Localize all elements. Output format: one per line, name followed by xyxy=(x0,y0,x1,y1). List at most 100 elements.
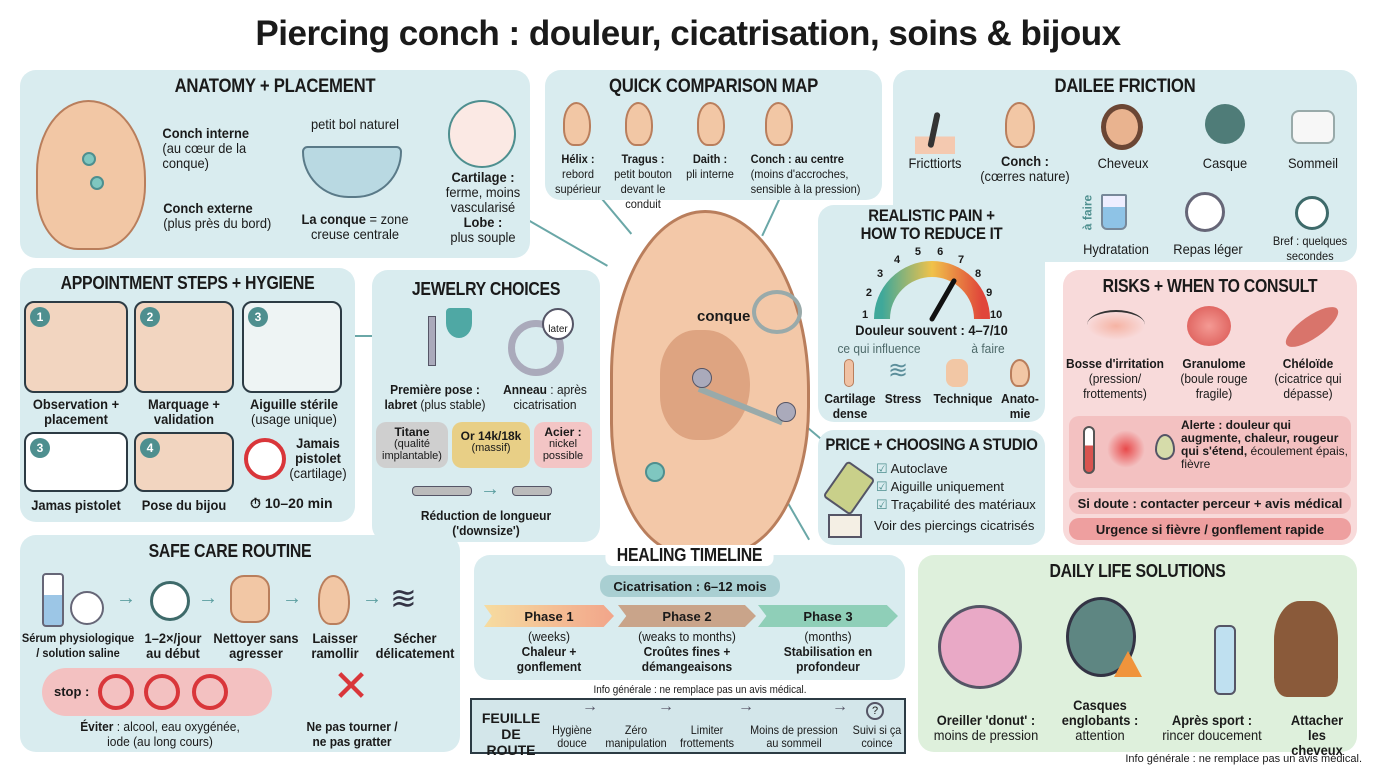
urgent-banner: Urgence si fièvre / gonflement rapide xyxy=(1069,518,1351,540)
care-panel: SAFE CARE ROUTINE → → → → ≋ Sérum physio… xyxy=(20,535,460,752)
factor-stress: Stress xyxy=(884,391,922,406)
step-marking-image: 2 xyxy=(134,301,234,393)
air-dry-icon: ≋ xyxy=(390,580,417,616)
cartilage-icon xyxy=(844,359,854,387)
check-label: Autoclave xyxy=(890,461,948,476)
healing-title: HEALING TIMELINE xyxy=(605,545,774,566)
step-number: 1 xyxy=(30,307,50,327)
gauge-tick-label: 5 xyxy=(914,245,921,258)
cartilage-desc: ferme, moins vascularisé xyxy=(445,184,521,215)
gauge-tick-label: 1 xyxy=(862,309,869,321)
jewelry-panel: JEWELRY CHOICES later Première pose : la… xyxy=(372,270,600,542)
roadmap-step: Hygiène douce xyxy=(552,723,592,750)
labret-label: Première pose : labret xyxy=(384,382,480,412)
bump-desc: (pression/ frottements) xyxy=(1083,371,1147,401)
granuloma-label: Granulome xyxy=(1182,356,1246,371)
hair-label: Cheveux xyxy=(1097,155,1149,171)
gauge-needle xyxy=(929,278,957,322)
hair-face-icon xyxy=(1101,104,1143,150)
later-label: later xyxy=(548,324,568,335)
inner-conch-label: Conch interne xyxy=(162,125,249,141)
donut-pillow-icon xyxy=(938,605,1022,689)
doubt-banner: Si doute : contacter perceur + avis médi… xyxy=(1069,492,1351,514)
ear-illustration xyxy=(36,100,146,250)
stopwatch-icon xyxy=(1295,196,1329,230)
pain-gauge xyxy=(874,261,990,322)
photos-label: Voir des piercings cicatrisés xyxy=(874,518,1035,533)
barbell-ball-icon xyxy=(692,368,712,388)
arrow-icon: → xyxy=(832,698,848,715)
step-jewel-image: 4 xyxy=(134,432,234,492)
water-glass-icon xyxy=(1101,194,1127,230)
price-panel: PRICE + CHOOSING A STUDIO ☑ Autoclave ☑ … xyxy=(818,430,1045,545)
care-step-frequency: 1–2×/jour au début xyxy=(144,630,202,661)
daith-label: Daith : xyxy=(692,152,728,166)
short-bar-icon xyxy=(512,486,552,496)
gauge-tick-label: 7 xyxy=(958,253,965,266)
roadmap-step: Moins de pression au sommeil xyxy=(750,723,838,750)
anatomy-title: ANATOMY + PLACEMENT xyxy=(174,76,376,97)
comparison-panel: QUICK COMPARISON MAP Hélix :rebord supér… xyxy=(545,70,882,211)
downsize-label: Réduction de longueur ('downsize') xyxy=(420,508,552,538)
labret-desc: (plus stable) xyxy=(420,397,486,412)
no-touch-icon: ✕ xyxy=(332,662,370,711)
care-step-dry: Sécher délicatement xyxy=(375,630,455,661)
roadmap-step: Zéro manipulation xyxy=(605,723,667,750)
price-title: PRICE + CHOOSING A STUDIO xyxy=(825,435,1038,454)
material-desc: (qualité implantable) xyxy=(382,438,442,462)
duration: ⏱ 10–20 min xyxy=(250,495,333,512)
clock-later-icon: later xyxy=(542,308,574,340)
healing-panel: HEALING TIMELINE Cicatrisation : 6–12 mo… xyxy=(474,545,905,680)
phase-time: (months) xyxy=(804,629,852,644)
daily-item-desc: rincer doucement xyxy=(1162,727,1262,743)
stop-label: stop : xyxy=(54,684,90,699)
gauge-tick-label: 8 xyxy=(975,267,982,280)
check-autoclave: ☑ Autoclave xyxy=(876,460,1036,478)
arrow-icon: → xyxy=(198,587,218,609)
discharge-drop-icon xyxy=(1155,434,1175,460)
arrow-icon: → xyxy=(480,478,500,500)
roadmap-title: FEUILLE DE ROUTE xyxy=(481,710,541,758)
daily-item-label: Oreiller 'donut' : xyxy=(936,712,1036,728)
material-steel: Acier :nickel possible xyxy=(534,422,592,468)
rinse-water-icon xyxy=(1214,625,1236,695)
pain-todo-label: à faire xyxy=(971,341,1005,356)
daith-ear-icon xyxy=(697,102,725,146)
avoid-label: Éviter xyxy=(80,719,114,734)
keloid-label: Chéloïde xyxy=(1282,356,1334,371)
risks-title: RISKS + WHEN TO CONSULT xyxy=(1102,276,1318,296)
gauge-tick-label: 6 xyxy=(937,245,944,258)
daily-item-label: Casques englobants : xyxy=(1061,697,1139,728)
phase-3: Phase 3 xyxy=(758,605,898,627)
check-label: Aiguille uniquement xyxy=(890,479,1005,494)
material-label: Acier : xyxy=(544,425,582,439)
material-desc: nickel possible xyxy=(542,438,584,462)
care-step-clean: Nettoyer sans agresser xyxy=(213,630,299,661)
hand-icon xyxy=(946,359,968,387)
daily-item-desc: attention xyxy=(1075,727,1125,743)
alert-box: Alerte : douleur qui augmente, chaleur, … xyxy=(1069,416,1351,488)
ring-desc: : après cicatrisation xyxy=(513,382,587,412)
gauge-tick-label: 9 xyxy=(986,287,993,300)
lobe-desc: plus souple xyxy=(450,229,516,245)
conque-label: conque xyxy=(697,308,751,325)
step-needle-desc: (usage unique) xyxy=(251,411,337,427)
tragus-label: Tragus : xyxy=(621,152,665,166)
keloid-icon xyxy=(1280,300,1344,354)
helix-desc: rebord supérieur xyxy=(554,167,602,196)
material-label: Titane xyxy=(394,425,430,439)
daily-item-label: Attacher les cheveux xyxy=(1290,712,1344,758)
conch-ear-icon xyxy=(765,102,793,146)
phase-1: Phase 1 xyxy=(484,605,614,627)
no-gun-desc: (cartilage) xyxy=(289,465,347,481)
daily-item-desc: moins de pression xyxy=(933,727,1039,743)
pillow-icon xyxy=(1291,110,1335,144)
thermometer-icon xyxy=(1083,426,1095,474)
step-gun-image: 3 xyxy=(24,432,128,492)
bowl-caption: petit bol naturel xyxy=(310,116,400,132)
jewelry-title: JEWELRY CHOICES xyxy=(411,279,561,299)
healing-duration: Cicatrisation : 6–12 mois xyxy=(600,575,780,597)
labret-icon xyxy=(428,316,436,366)
roadmap-banner: FEUILLE DE ROUTE Hygiène douce Zéro mani… xyxy=(470,698,906,758)
